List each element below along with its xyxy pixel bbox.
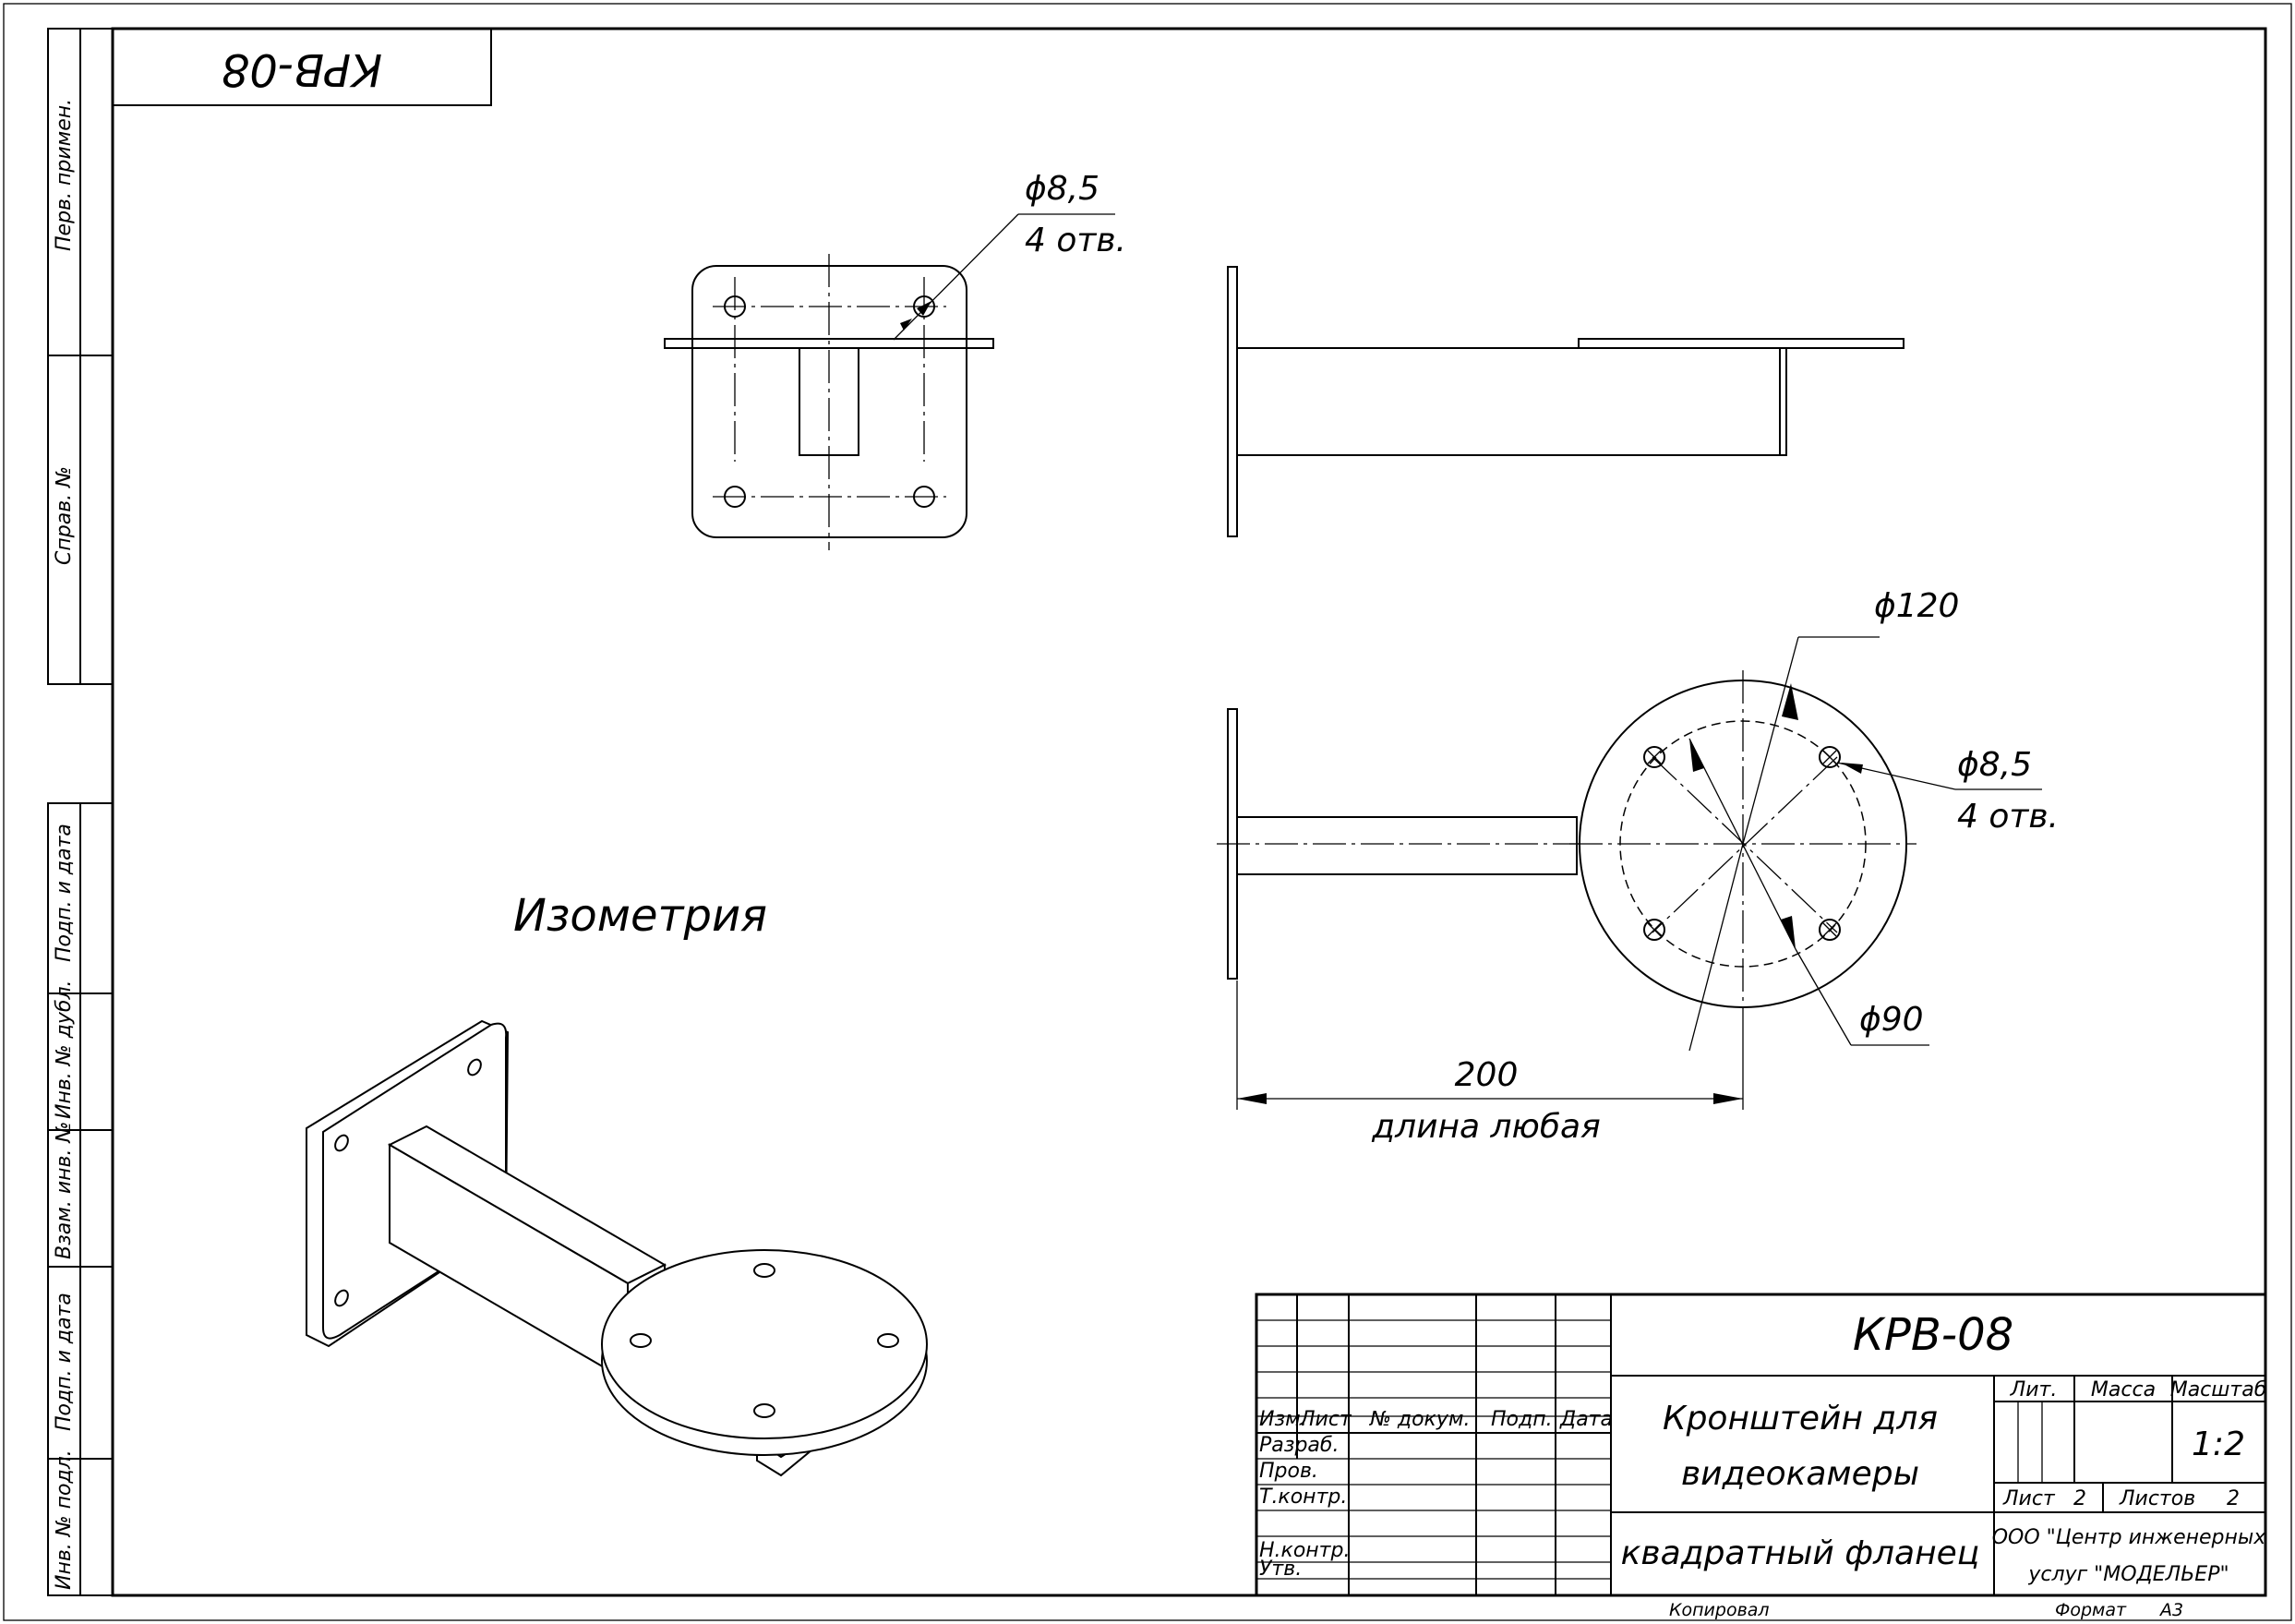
side-stamp-label: Перв. примен. [53,99,76,251]
disc-hole [1643,746,1665,768]
row-label: Разраб. [1259,1434,1339,1457]
side-flange [1227,266,1238,537]
scale-label: Масштаб [2170,1378,2267,1401]
top-view: ϕ8,5 4 отв. [664,170,1126,550]
side-stamp-label: Подп. и дата [53,1293,76,1431]
row-label: Н.контр. [1259,1539,1350,1562]
sheets-value: 2 [2227,1487,2240,1510]
end-view: ϕ120 ϕ90 ϕ8,5 4 отв. 200 длина любая [1217,587,2059,1146]
side-rib [1779,347,1787,456]
side-stamp-label: Взам. инв. № [53,1122,76,1259]
mirrored-code-box: КРВ-08 [112,28,492,106]
sheets-label: Листов [2119,1487,2195,1510]
col-header: Лист [1299,1408,1352,1431]
length-note: длина любая [1371,1108,1601,1146]
format-value: А3 [2158,1600,2183,1620]
iso-plate-hole [467,1058,482,1077]
mirrored-code: КРВ-08 [222,43,382,95]
side-stamp: Перв. примен. Справ. № Подп. и дата Инв.… [47,28,114,1596]
mount-hole [913,486,935,508]
col-header: Изм. [1259,1408,1307,1431]
end-hole-count: 4 отв. [1957,798,2059,836]
org-line2: услуг "МОДЕЛЬЕР" [2027,1563,2229,1586]
side-tube [1236,347,1787,456]
format-label: Формат [2055,1600,2127,1620]
title-code: КРВ-08 [1853,1309,2013,1361]
disc-hole [1819,919,1841,941]
disc-hole [1643,919,1665,941]
title-variant: квадратный фланец [1621,1534,1980,1572]
iso-disc-hole [630,1333,652,1348]
copied-label: Копировал [1669,1600,1770,1620]
side-stamp-label: Подп. и дата [53,824,76,962]
title-name-line2: видеокамеры [1681,1455,1919,1493]
iso-disc-hole [753,1403,775,1418]
side-stamp-label: Инв. № дубл. [53,980,76,1119]
iso-disc-hole [753,1263,775,1278]
iso-disc [601,1249,928,1439]
top-hole-dim: ϕ8,5 [1025,170,1099,208]
inner-dim: ϕ90 [1859,1001,1924,1039]
iso-disc-hole [877,1333,899,1348]
isometric-label: Изометрия [513,890,767,942]
lit-label: Лит. [2010,1378,2058,1401]
col-header: Подп. [1491,1408,1553,1431]
org-line1: ООО "Центр инженерных [1992,1526,2267,1549]
side-stamp-label: Справ. № [53,466,76,565]
outer-dim: ϕ120 [1874,587,1959,625]
end-hole-dim: ϕ8,5 [1957,746,2032,784]
disc-hole [1819,746,1841,768]
end-tube [1236,816,1578,875]
col-header: № докум. [1369,1408,1470,1431]
top-hole-count: 4 отв. [1025,222,1126,259]
title-name-line1: Кронштейн для [1663,1400,1938,1438]
side-disc [1578,338,1904,349]
sheet-value: 2 [2073,1487,2086,1510]
iso-plate-hole [334,1134,349,1152]
col-header: Дата [1559,1408,1613,1431]
length-dim: 200 [1455,1056,1519,1094]
mount-hole [724,295,746,318]
iso-plate-hole [334,1289,349,1307]
row-label: Т.контр. [1259,1486,1347,1509]
side-view [1227,266,1904,537]
mass-label: Масса [2091,1378,2156,1401]
row-label: Пров. [1259,1460,1318,1483]
row-label: Утв. [1259,1558,1302,1581]
title-block: Изм. Лист № докум. Подп. Дата Разраб. Пр… [1255,1293,2267,1620]
mount-hole [724,486,746,508]
outer-border [3,3,2292,1621]
scale-value: 1:2 [2192,1426,2245,1463]
sheet-label: Лист [2002,1487,2056,1510]
mount-hole [913,295,935,318]
side-stamp-label: Инв. № подл. [53,1450,76,1590]
isometric-view: Изометрия [306,890,928,1477]
